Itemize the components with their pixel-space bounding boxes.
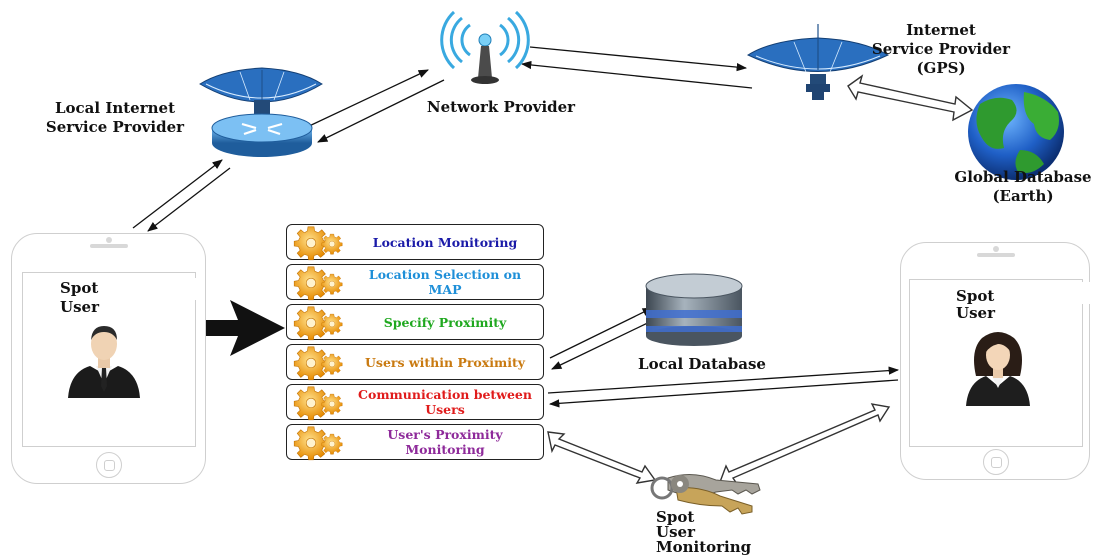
big-right-arrow (200, 300, 285, 356)
feature-label: User's Proximity Monitoring (387, 427, 503, 457)
gear-icon (293, 306, 343, 341)
gear-icon (293, 386, 343, 421)
female-user-avatar (966, 332, 1030, 406)
home-button[interactable] (96, 452, 122, 478)
satellite-dish-icon (746, 24, 890, 100)
wifi-antenna-icon (440, 10, 530, 84)
feature-box: Users within Proximity (286, 344, 544, 381)
network-provider-label: Network Provider (426, 98, 576, 116)
feature-label: Communication between Users (358, 387, 532, 417)
male-user-avatar (68, 326, 140, 398)
feature-box: Communication between Users (286, 384, 544, 421)
database-icon (645, 273, 743, 346)
feature-label: Specify Proximity (383, 314, 507, 330)
feature-label: Location Selection on MAP (368, 267, 522, 297)
hollow-double-arrows (547, 74, 974, 485)
feature-box: User's Proximity Monitoring (286, 424, 544, 461)
feature-box: Specify Proximity (286, 304, 544, 341)
keys-icon (650, 474, 761, 515)
local-isp-label: Local Internet Service Provider (45, 99, 185, 136)
feature-label: Location Monitoring (372, 234, 518, 250)
local-isp-icon (199, 67, 323, 157)
isp-gps-label: Internet Service Provider (GPS) (871, 21, 1011, 77)
gear-icon (293, 226, 343, 261)
spot-user-right-label: Spot User (956, 287, 995, 322)
router-icon (211, 113, 313, 157)
feature-label: Users within Proximity (365, 354, 525, 370)
spot-user-monitoring-label: Spot User Monitoring (656, 508, 752, 556)
local-database-label: Local Database (638, 355, 766, 373)
home-button[interactable] (983, 449, 1009, 475)
satellite-dish-icon (199, 67, 323, 114)
feature-box: Location Selection on MAP (286, 264, 544, 301)
gear-icon (293, 426, 343, 461)
global-database-label: Global Database (Earth) (954, 168, 1092, 205)
earth-globe-icon (968, 84, 1064, 180)
connector-arrows (132, 46, 900, 408)
feature-box: Location Monitoring (286, 224, 544, 261)
gear-icon (293, 266, 343, 301)
gear-icon (293, 346, 343, 381)
spot-user-left-label: Spot User (60, 279, 99, 316)
